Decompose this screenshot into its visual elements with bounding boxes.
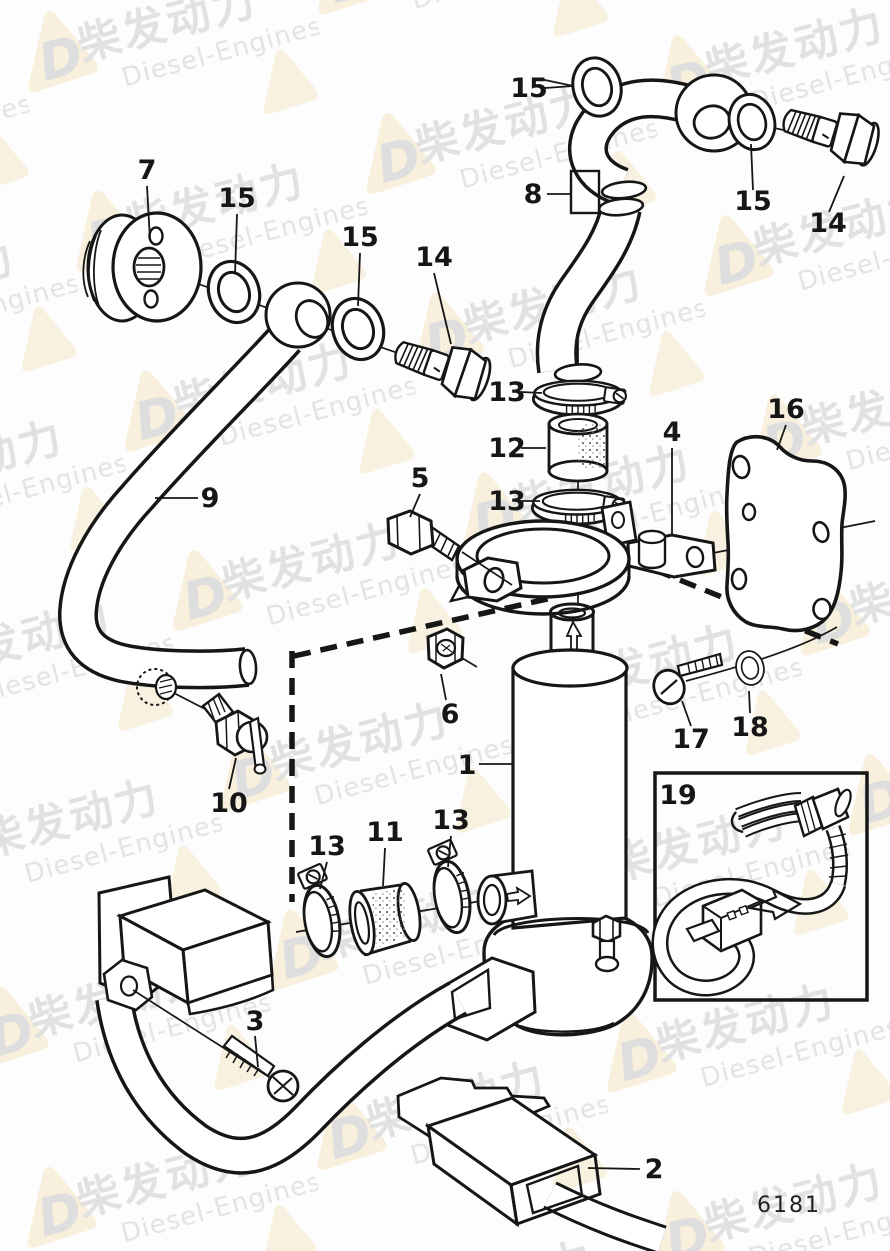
callout-label-1: 1	[458, 750, 477, 781]
callout-label-16: 16	[767, 394, 805, 425]
callout-label-9: 9	[201, 483, 220, 514]
part-10-drain-cock	[201, 692, 269, 775]
callout-label-8: 8	[524, 179, 543, 210]
callout-label-14: 14	[809, 208, 847, 239]
part-2-connector	[396, 1076, 667, 1251]
part-6-nut	[426, 627, 465, 670]
flow-arrow-right-icon	[505, 886, 532, 906]
callout-label-17: 17	[672, 724, 710, 755]
mounting-plane-dashed-lines	[289, 567, 840, 902]
cable-harness	[651, 787, 852, 997]
callout-label-15: 15	[734, 186, 772, 217]
callout-label-18: 18	[731, 712, 769, 743]
callout-label-11: 11	[366, 817, 404, 848]
callout-label-6: 6	[441, 699, 460, 730]
part-19-inset	[651, 771, 869, 1002]
part-7-plug	[82, 211, 203, 323]
callout-label-13: 13	[432, 805, 470, 836]
callout-label-19: 19	[659, 780, 697, 811]
part-11-hose	[348, 881, 422, 957]
callout-label-10: 10	[210, 788, 248, 819]
figure-number: 6181	[757, 1193, 821, 1218]
callout-label-5: 5	[411, 463, 430, 494]
outlet-stub	[476, 869, 538, 926]
part-16-cover-plate	[724, 434, 847, 633]
socket-opening	[450, 967, 492, 1021]
part-4-bracket	[448, 500, 717, 616]
part-12-hose	[547, 412, 609, 483]
callout-label-13: 13	[488, 377, 526, 408]
callout-label-13: 13	[308, 831, 346, 862]
callout-label-15: 15	[510, 73, 548, 104]
part-3-screw	[222, 1034, 300, 1103]
relay-box	[97, 875, 275, 1016]
direction-arrow-icon	[746, 887, 803, 921]
callout-label-7: 7	[138, 155, 157, 186]
part-8-pipe	[535, 73, 754, 383]
inset-frame	[653, 771, 869, 1002]
callout-label-14: 14	[415, 242, 453, 273]
callout-label-12: 12	[488, 433, 526, 464]
callout-8-bracket	[569, 169, 601, 215]
callout-label-3: 3	[246, 1006, 265, 1037]
part-17-screw	[652, 652, 724, 706]
callout-label-15: 15	[341, 222, 379, 253]
part-9-pipe	[58, 281, 332, 706]
connecting-hose	[95, 981, 468, 1175]
callout-label-13: 13	[488, 486, 526, 517]
callout-label-2: 2	[645, 1154, 664, 1185]
callout-label-4: 4	[663, 417, 682, 448]
callout-leader-lines	[146, 85, 845, 1170]
part-5-bolt	[386, 509, 513, 586]
callout-label-15: 15	[218, 183, 256, 214]
part-13-hose-clamp	[531, 379, 628, 417]
